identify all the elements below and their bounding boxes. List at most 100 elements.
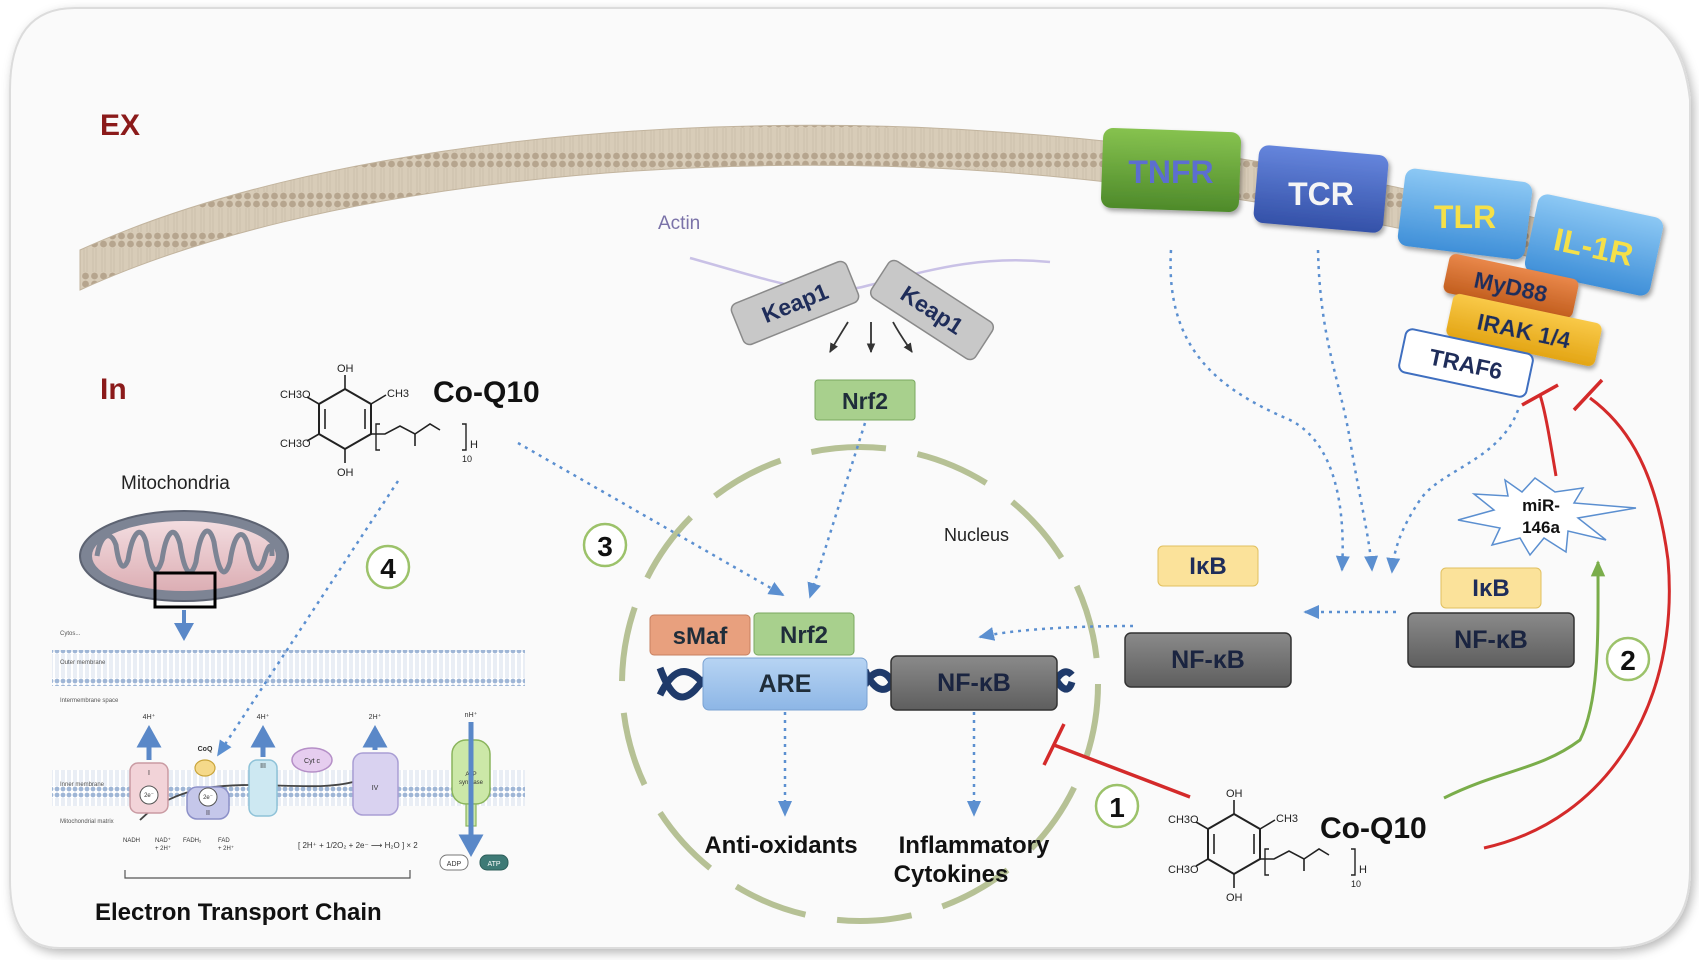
svg-text:+ 2H⁺: + 2H⁺ [155, 845, 171, 852]
ikb-right-box [1440, 567, 1542, 609]
smaf-label: sMaf [673, 623, 729, 650]
svg-text:TNFR: TNFR [1128, 154, 1213, 190]
svg-text:TCR: TCR [1288, 176, 1354, 212]
tnfr-receptor: TNFR [1100, 127, 1242, 213]
svg-text:OH: OH [337, 363, 354, 375]
are-box [702, 657, 868, 711]
irak-adaptor: IRAK 1/4 [1446, 293, 1602, 367]
svg-text:NAD⁺: NAD⁺ [155, 837, 171, 844]
svg-text:NADH: NADH [123, 838, 140, 844]
svg-text:CH3O: CH3O [1168, 814, 1199, 826]
tlr-receptor: TLR [1397, 168, 1533, 260]
svg-text:Cytos...: Cytos... [60, 631, 81, 637]
mitochondrion-icon [79, 510, 289, 609]
svg-text:1: 1 [1109, 792, 1125, 823]
atp-pill: ATP [479, 854, 509, 871]
keap1-release-arrow-right [892, 321, 913, 353]
complex-iii: III [248, 759, 278, 817]
nrf2-nuclear-box [753, 612, 855, 656]
pathway-2-inhibition-bar [1572, 378, 1604, 412]
svg-text:III: III [260, 763, 266, 770]
extracellular-label: EX [100, 109, 140, 142]
ikb-mid-box [1157, 545, 1259, 587]
svg-text:OH: OH [337, 467, 354, 479]
traf6-adaptor: TRAF6 [1398, 328, 1534, 398]
tnfr-signal-arrow [1169, 249, 1350, 572]
complex-i: I 2e⁻ [129, 762, 169, 814]
nfkb-right-box [1407, 612, 1575, 668]
svg-text:Outer membrane: Outer membrane [60, 660, 106, 666]
svg-text:I: I [148, 770, 150, 777]
svg-text:CH3O: CH3O [1168, 864, 1199, 876]
svg-text:CH3O: CH3O [280, 389, 311, 401]
svg-text:OH: OH [1226, 788, 1243, 800]
nrf2-translocation-arrow [807, 422, 867, 599]
nrf2-cytosolic-label: Nrf2 [842, 388, 888, 414]
svg-text:10: 10 [1351, 879, 1361, 889]
svg-text:4H⁺: 4H⁺ [257, 713, 270, 721]
coq10-structure-bottom: OH OH CH3O CH3O CH3 H 10 [1168, 788, 1367, 904]
are-label: ARE [759, 670, 812, 698]
svg-text:CH3: CH3 [387, 388, 409, 400]
svg-text:2e⁻: 2e⁻ [144, 793, 154, 799]
inflammatory-label-1: Inflammatory [899, 832, 1050, 859]
svg-text:4H⁺: 4H⁺ [143, 713, 156, 721]
nfkb-import-arrow [978, 624, 1134, 641]
svg-text:nH⁺: nH⁺ [465, 711, 478, 719]
tcr-receptor: TCR [1253, 145, 1389, 233]
svg-text:H: H [470, 439, 478, 451]
pathway-2-activation-arrow [1443, 560, 1606, 800]
svg-text:ADP: ADP [447, 861, 462, 868]
nfkb-nuclear-label: NF-κB [937, 669, 1011, 697]
mir-inhibition-bar [1521, 383, 1559, 407]
pathway-2-inhibition-line [1483, 396, 1671, 850]
nfkb-right-label: NF-κB [1454, 626, 1528, 654]
svg-text:10: 10 [462, 454, 472, 464]
actin-label: Actin [658, 213, 700, 234]
etc-bracket [124, 870, 411, 879]
cytochrome-c: Cyt c [291, 747, 333, 773]
nucleus-envelope [619, 444, 1101, 924]
tcr-signal-arrow [1316, 249, 1379, 572]
cell-frame [9, 7, 1691, 949]
starburst-icon [1457, 477, 1637, 557]
svg-text:2H⁺: 2H⁺ [369, 713, 382, 721]
nrf2-cytosolic-box [814, 379, 916, 421]
keap1-release-arrow-left [829, 321, 849, 353]
svg-text:H: H [1359, 864, 1367, 876]
coq10-structure-top: OH OH CH3O CH3O CH3 H 10 [280, 363, 478, 479]
pathway-4-arrow [216, 480, 400, 757]
outer-membrane [52, 650, 525, 686]
svg-text:+ 2H⁺: + 2H⁺ [218, 845, 234, 852]
svg-text:Inner membrane: Inner membrane [60, 782, 105, 788]
coq-shuttle: CoQ [194, 746, 216, 777]
myd88-adaptor: MyD88 [1443, 254, 1579, 318]
svg-text:IV: IV [372, 785, 379, 792]
svg-text:CoQ: CoQ [198, 746, 213, 753]
intracellular-label: In [100, 373, 127, 406]
coq10-top-label: Co-Q10 [433, 376, 540, 409]
ikb-right-label: IκB [1472, 575, 1509, 602]
nfkb-nuclear-box [890, 655, 1058, 711]
svg-text:FADH₂: FADH₂ [183, 838, 202, 844]
pathway-1-inhibition-bar [1042, 723, 1066, 766]
svg-text:OH: OH [1226, 892, 1243, 904]
svg-text:II: II [206, 810, 210, 817]
svg-text:Mitochondrial matrix: Mitochondrial matrix [60, 819, 114, 825]
svg-text:TLR: TLR [1434, 199, 1496, 235]
svg-text:4: 4 [380, 553, 396, 584]
svg-text:Intermembrane space: Intermembrane space [60, 698, 119, 704]
svg-text:CH3: CH3 [1276, 813, 1298, 825]
mir146a-label-2: 146a [1522, 518, 1560, 537]
nfkb-mid-label: NF-κB [1171, 646, 1245, 674]
pathway-1-marker [1094, 783, 1140, 829]
svg-text:3: 3 [597, 531, 613, 562]
inflammatory-label-2: Cytokines [894, 861, 1009, 888]
complex-iv: IV [352, 752, 399, 816]
svg-text:Cyt c: Cyt c [304, 758, 320, 765]
antioxidants-label: Anti-oxidants [704, 832, 857, 859]
ikb-mid-label: IκB [1189, 553, 1226, 580]
nrf2-nuclear-label: Nrf2 [780, 622, 828, 649]
